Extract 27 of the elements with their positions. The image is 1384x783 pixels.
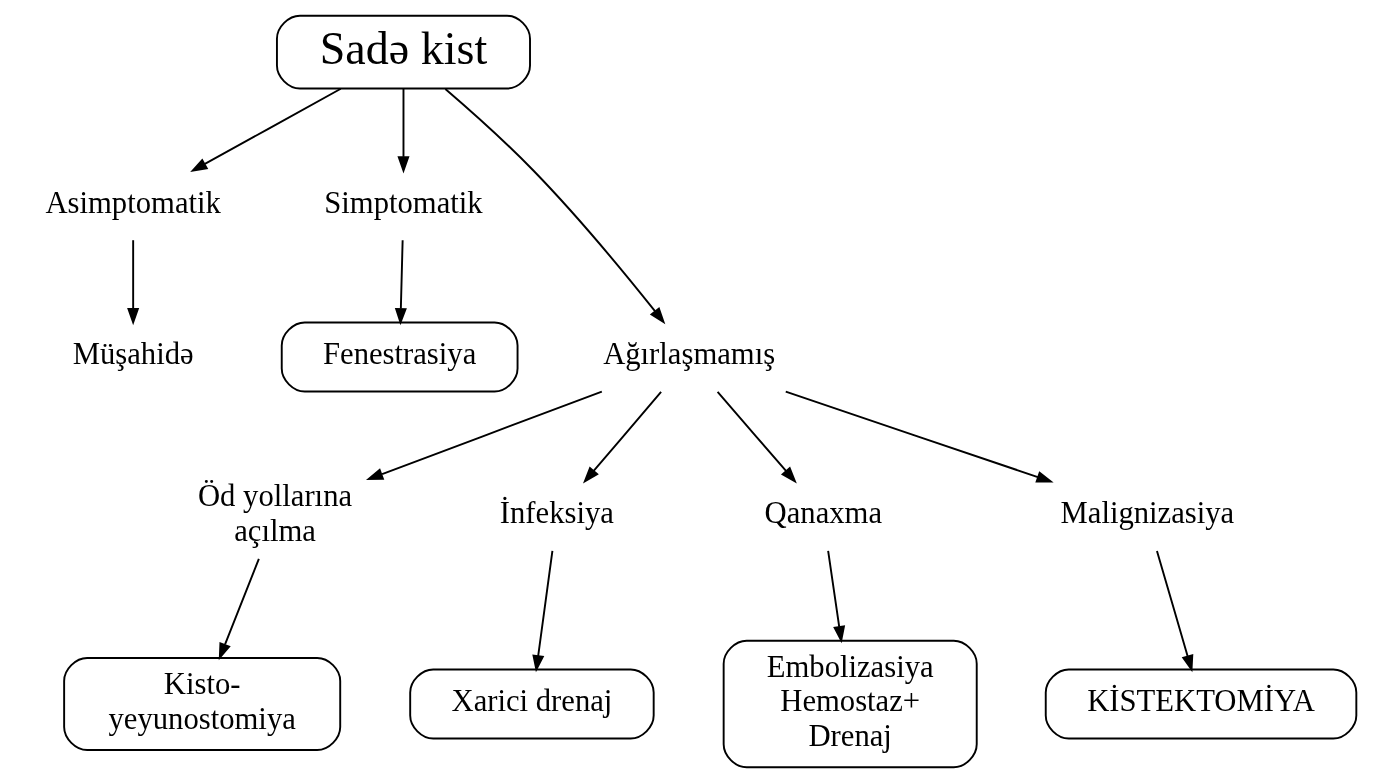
node-text: Simptomatik: [323, 185, 483, 220]
node-box: KİSTEKTOMİYA: [1044, 668, 1357, 740]
arrow: [394, 239, 407, 326]
arrow: [716, 390, 797, 484]
node-text: İnfeksiya: [499, 496, 614, 531]
arrow: [826, 549, 845, 644]
node-text: Asimptomatik: [44, 185, 221, 220]
node-text: Qanaxma: [764, 496, 882, 531]
node-text: Malignizasiya: [1060, 496, 1234, 531]
arrow: [443, 88, 665, 325]
node-box: Kisto- yeyunostomiya: [62, 657, 341, 751]
arrow: [784, 390, 1054, 483]
node-box: Fenestrasiya: [280, 321, 518, 393]
node-text: Öd yollarına açılma: [197, 479, 352, 548]
arrow: [126, 239, 139, 326]
arrow: [365, 390, 603, 481]
arrow: [531, 549, 553, 673]
node-box: Embolizasiya Hemostaz+ Drenaj: [722, 639, 978, 769]
node-text: Ağırlaşmamış: [602, 337, 775, 372]
node-text: Müşahidə: [72, 337, 194, 372]
arrow: [218, 557, 260, 661]
arrow: [396, 87, 410, 174]
arrow: [1155, 549, 1193, 673]
arrow: [582, 390, 662, 484]
node-box: Sadə kist: [275, 14, 531, 90]
arrow: [189, 87, 342, 173]
node-box: Xarici drenaj: [408, 668, 655, 740]
